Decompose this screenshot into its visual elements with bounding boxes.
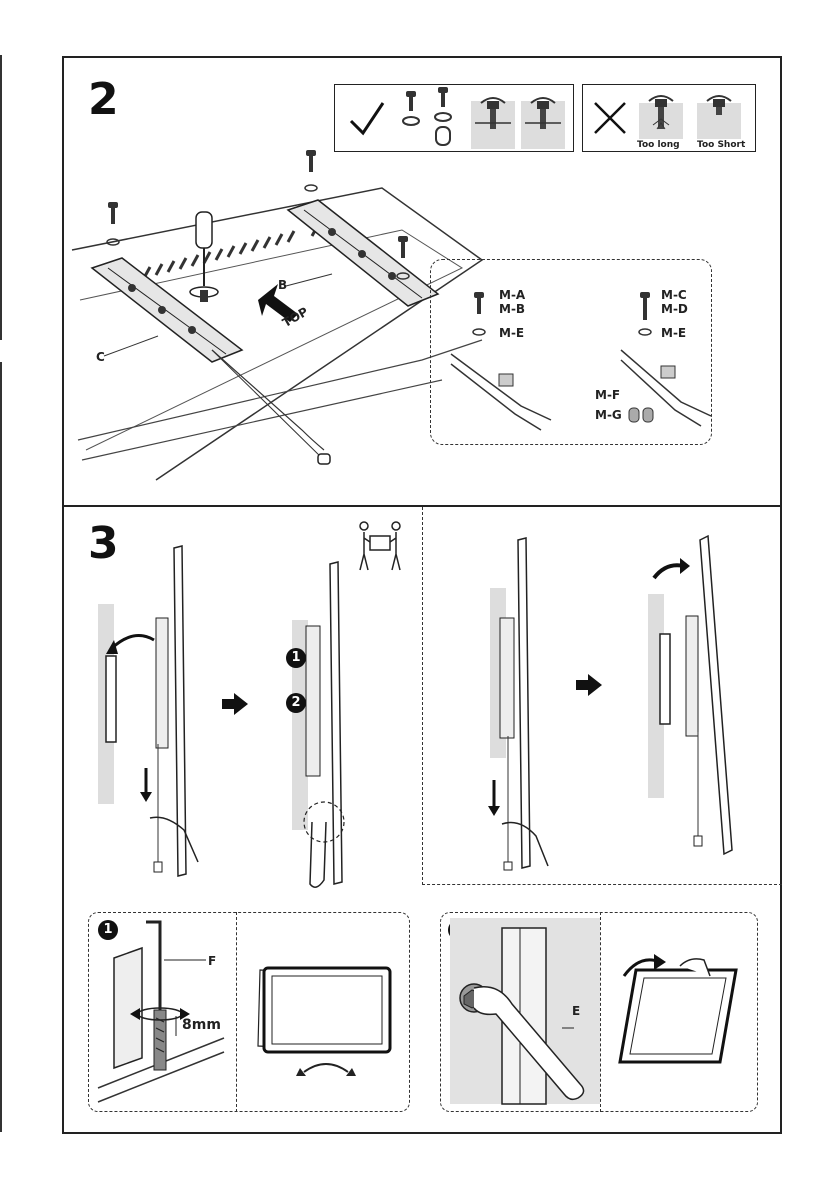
detail-label-m-g: M-G xyxy=(595,408,622,422)
next-arrow-icon xyxy=(222,693,248,715)
detail-label-m-f: M-F xyxy=(595,388,620,402)
bolt-washer-icon xyxy=(401,91,421,135)
tv-hang-scene-3 xyxy=(480,536,570,876)
too-short-label: Too Short xyxy=(697,140,745,150)
safety-cable xyxy=(212,350,330,464)
correct-screw-panel xyxy=(334,84,574,152)
bolt-spacer-icon xyxy=(433,87,453,151)
hardware-detail-callout: M-A M-B M-E M-C M-D M-E M-F M-G xyxy=(430,259,712,445)
page-edge-mark xyxy=(0,55,2,340)
step-3-badge-2: 2 xyxy=(286,693,306,713)
bolt-too-short-icon xyxy=(697,91,741,131)
spacer-icons xyxy=(629,406,659,426)
detail-1-measure-label: 8mm xyxy=(182,1017,221,1033)
bracket-detail-left xyxy=(451,350,551,430)
detail-1-divider xyxy=(236,912,237,1112)
step-3-badge-1: 1 xyxy=(286,648,306,668)
bolt-in-hole-icon xyxy=(521,93,565,141)
tv-hang-scene-4 xyxy=(650,536,750,856)
rail-c-label: C xyxy=(96,350,105,364)
tv-level-adjust-icon xyxy=(250,960,400,1090)
detail-label-m-b: M-B xyxy=(499,302,525,316)
bolt-in-hole-icon xyxy=(471,93,515,141)
rail-b xyxy=(288,200,438,306)
detail-2-divider xyxy=(600,912,601,1112)
short-bolt-icon xyxy=(471,292,487,352)
detail-2-tool-label: E xyxy=(572,1004,580,1018)
tv-hang-scene-1 xyxy=(104,544,224,884)
hex-key-bracket-illustration xyxy=(94,918,234,1104)
step-2-number: 2 xyxy=(88,78,119,122)
bolt-too-long-icon xyxy=(639,91,683,131)
rail-b-label: B xyxy=(278,278,287,292)
detail-label-m-e-left: M-E xyxy=(499,326,524,340)
detail-label-m-a: M-A xyxy=(499,288,525,302)
too-long-label: Too long xyxy=(637,140,680,150)
checkmark-icon xyxy=(347,99,387,139)
long-bolt-icon xyxy=(637,292,653,352)
detail-label-m-e-right: M-E xyxy=(661,326,686,340)
detail-1-tool-label: F xyxy=(208,954,216,968)
tv-hang-scene-2 xyxy=(290,560,390,890)
tv-tilt-adjust-icon xyxy=(610,950,750,1090)
next-arrow-icon xyxy=(576,674,602,696)
vent-slots xyxy=(132,225,318,280)
page-edge-mark xyxy=(0,362,2,1132)
detail-label-m-d: M-D xyxy=(661,302,688,316)
cross-icon xyxy=(593,101,627,135)
incorrect-screw-panel: Too long Too Short xyxy=(582,84,756,152)
detail-label-m-c: M-C xyxy=(661,288,687,302)
